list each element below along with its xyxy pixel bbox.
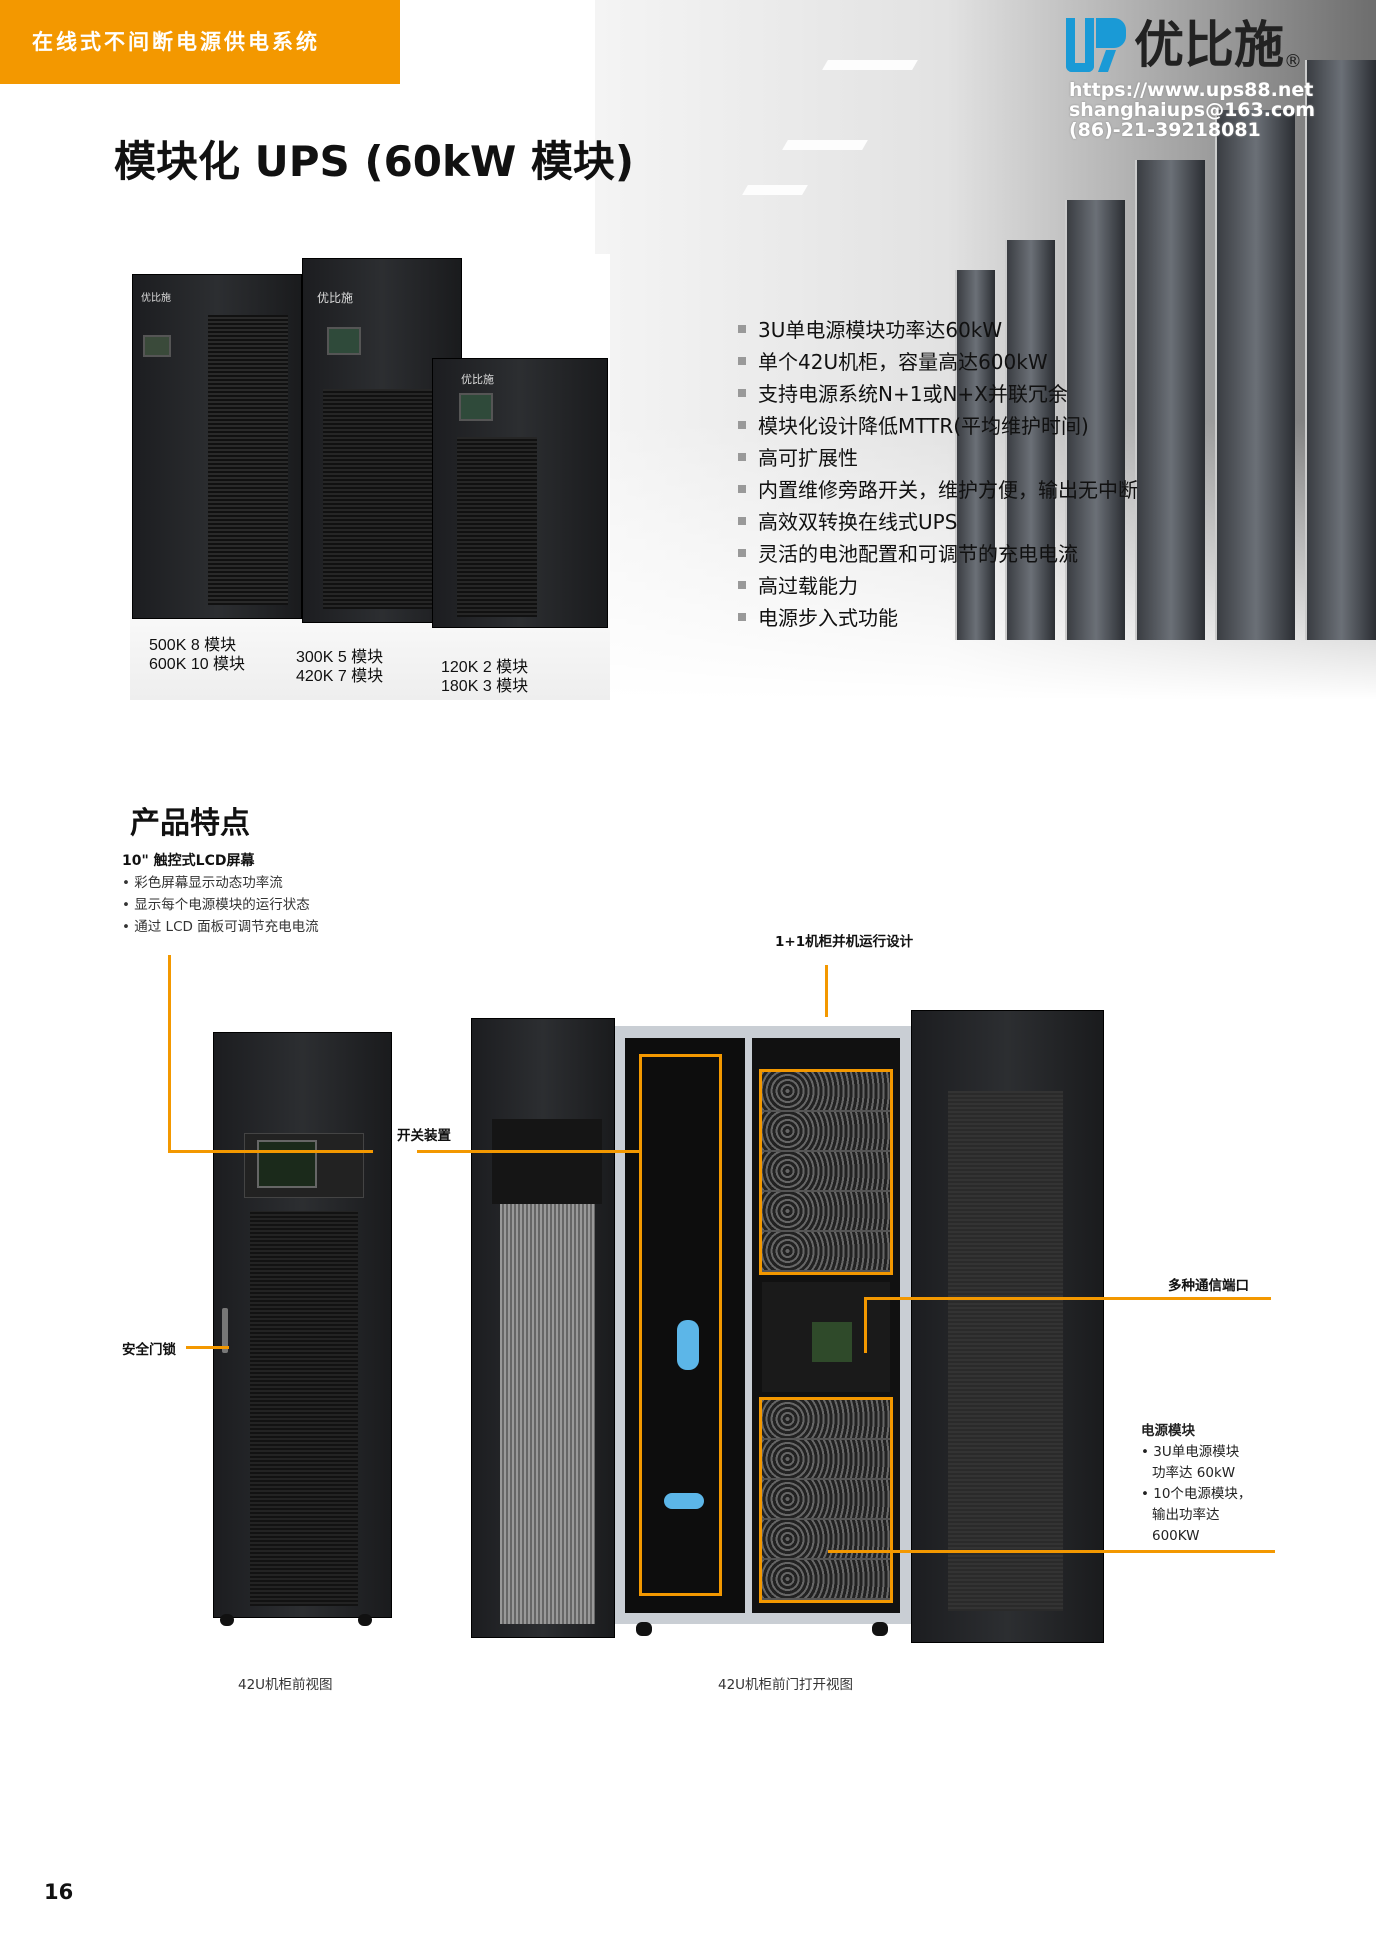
feature-text: 3U单电源模块功率达60kW <box>758 318 1003 342</box>
contact-url[interactable]: https://www.ups88.net <box>1069 79 1314 101</box>
ups-logo-icon <box>1066 18 1130 72</box>
power-module <box>762 1232 890 1272</box>
page-title: 模块化 UPS (60kW 模块) <box>114 137 635 186</box>
feature-text: 模块化设计降低MTTR(平均维护时间) <box>758 414 1089 438</box>
feature-item: 灵活的电池配置和可调节的充电电流 <box>738 538 1078 567</box>
bullet-icon <box>738 548 746 557</box>
front-cabinet-image <box>213 1032 392 1618</box>
section-heading: 产品特点 <box>130 806 250 841</box>
module-highlight-box <box>759 1069 893 1275</box>
comm-callout-line <box>864 1297 867 1353</box>
module-highlight-box <box>759 1397 893 1603</box>
bullet-icon <box>738 452 746 461</box>
feature-item: 高过载能力 <box>738 570 858 599</box>
datacenter-background-photo <box>595 0 1376 700</box>
category-banner: 在线式不间断电源供电系统 <box>0 0 400 84</box>
parallel-label: 1+1机柜并机运行设计 <box>775 934 914 950</box>
comm-callout-line <box>864 1297 1271 1300</box>
feature-item: 电源步入式功能 <box>738 602 898 631</box>
bullet-icon <box>738 356 746 365</box>
cabinet-brand: 优比施 <box>317 291 354 305</box>
feature-item: 支持电源系统N+1或N+X并联冗余 <box>738 378 1068 407</box>
lcd-point: • 彩色屏幕显示动态功率流 <box>122 875 283 891</box>
bullet-icon <box>738 516 746 525</box>
parallel-callout-line <box>825 965 828 1017</box>
power-module <box>762 1152 890 1192</box>
bullet-icon <box>738 484 746 493</box>
lcd-title: 10" 触控式LCD屏幕 <box>122 853 255 869</box>
switch-highlight-box <box>639 1054 722 1596</box>
feature-text: 内置维修旁路开关，维护方便，输出无中断 <box>758 478 1138 502</box>
power-module <box>762 1072 890 1112</box>
contact-phone: (86)-21-39218081 <box>1069 119 1261 141</box>
feature-text: 单个42U机柜，容量高达600kW <box>758 350 1048 374</box>
power-module <box>762 1112 890 1152</box>
lcd-point: • 显示每个电源模块的运行状态 <box>122 897 310 913</box>
lcd-callout-line <box>168 955 171 1153</box>
feature-item: 单个42U机柜，容量高达600kW <box>738 346 1048 375</box>
power-module <box>762 1480 890 1520</box>
switch-label: 开关装置 <box>397 1128 451 1144</box>
logo-text: 优比施 <box>1134 16 1284 74</box>
feature-item: 高可扩展性 <box>738 442 858 471</box>
comm-label: 多种通信端口 <box>1168 1278 1249 1294</box>
lcd-point: • 通过 LCD 面板可调节充电电流 <box>122 919 319 935</box>
feature-text: 高效双转换在线式UPS <box>758 510 958 534</box>
module-callout-line <box>828 1550 1275 1553</box>
feature-text: 高过载能力 <box>758 574 858 598</box>
module-description: 电源模块 • 3U单电源模块 功率达 60kW • 10个电源模块， 输出功率达… <box>1141 1423 1252 1544</box>
feature-item: 模块化设计降低MTTR(平均维护时间) <box>738 410 1089 439</box>
feature-item: 3U单电源模块功率达60kW <box>738 314 1002 343</box>
bullet-icon <box>738 420 746 429</box>
power-module <box>762 1440 890 1480</box>
power-module <box>762 1400 890 1440</box>
registered-mark: ® <box>1284 51 1302 72</box>
power-module <box>762 1560 890 1600</box>
bullet-icon <box>738 580 746 589</box>
lcd-callout-line <box>168 1150 373 1153</box>
feature-item: 高效双转换在线式UPS <box>738 506 957 535</box>
cabinet-brand: 优比施 <box>461 373 494 386</box>
feature-text: 高可扩展性 <box>758 446 858 470</box>
front-view-caption: 42U机柜前视图 <box>238 1677 333 1693</box>
ups-cabinet-lineup-image: 优比施 优比施 优比施 <box>130 254 610 700</box>
power-module <box>762 1192 890 1232</box>
contact-email[interactable]: shanghaiups@163.com <box>1069 99 1316 121</box>
bullet-icon <box>738 324 746 333</box>
cabinet-brand: 优比施 <box>141 293 171 304</box>
brand-logo: 优比施 ® <box>1066 18 1302 72</box>
switch-callout-line <box>417 1150 639 1153</box>
feature-text: 支持电源系统N+1或N+X并联冗余 <box>758 382 1068 406</box>
bullet-icon <box>738 612 746 621</box>
feature-item: 内置维修旁路开关，维护方便，输出无中断 <box>738 474 1138 503</box>
page-number: 16 <box>44 1880 74 1904</box>
lock-label: 安全门锁 <box>122 1342 176 1358</box>
feature-text: 灵活的电池配置和可调节的充电电流 <box>758 542 1078 566</box>
feature-text: 电源步入式功能 <box>758 606 898 630</box>
bullet-icon <box>738 388 746 397</box>
lock-callout-line <box>186 1346 229 1349</box>
open-view-caption: 42U机柜前门打开视图 <box>718 1677 854 1693</box>
